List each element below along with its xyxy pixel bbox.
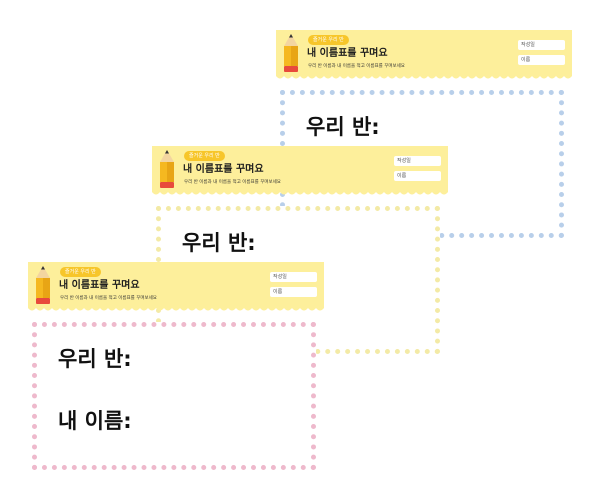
card-title: 내 이름표를 꾸며요 [59, 280, 140, 291]
name-field[interactable]: 이름 [394, 171, 441, 181]
class-badge: 즐거운 우리 반 [308, 35, 349, 45]
name-label: 내 이름: [58, 409, 132, 433]
class-label: 우리 반: [182, 231, 256, 255]
card-header: 즐거운 우리 반 내 이름표를 꾸며요 우리 반 이름과 내 이름을 적고 이름… [276, 30, 572, 76]
class-label: 우리 반: [306, 115, 380, 139]
date-field[interactable]: 작성일 [518, 40, 565, 50]
pencil-icon [36, 266, 50, 304]
card-title: 내 이름표를 꾸며요 [183, 164, 264, 175]
header-wave [276, 74, 572, 79]
header-wave [152, 190, 448, 195]
date-field[interactable]: 작성일 [270, 272, 317, 282]
card-title: 내 이름표를 꾸며요 [307, 48, 388, 59]
pencil-icon [160, 150, 174, 188]
card-subtitle: 우리 반 이름과 내 이름을 적고 이름표를 꾸며보세요 [184, 180, 281, 185]
name-field[interactable]: 이름 [270, 287, 317, 297]
date-field[interactable]: 작성일 [394, 156, 441, 166]
name-field[interactable]: 이름 [518, 55, 565, 65]
class-badge: 즐거운 우리 반 [184, 151, 225, 161]
header-wave [28, 306, 324, 311]
card-subtitle: 우리 반 이름과 내 이름을 적고 이름표를 꾸며보세요 [60, 296, 157, 301]
card-header: 즐거운 우리 반 내 이름표를 꾸며요 우리 반 이름과 내 이름을 적고 이름… [28, 262, 324, 308]
name-tag-frame [32, 322, 316, 470]
class-label: 우리 반: [58, 347, 132, 371]
pencil-icon [284, 34, 298, 72]
name-tag-card-front: 즐거운 우리 반 내 이름표를 꾸며요 우리 반 이름과 내 이름을 적고 이름… [28, 262, 324, 474]
card-subtitle: 우리 반 이름과 내 이름을 적고 이름표를 꾸며보세요 [308, 64, 405, 69]
card-header: 즐거운 우리 반 내 이름표를 꾸며요 우리 반 이름과 내 이름을 적고 이름… [152, 146, 448, 192]
class-badge: 즐거운 우리 반 [60, 267, 101, 277]
